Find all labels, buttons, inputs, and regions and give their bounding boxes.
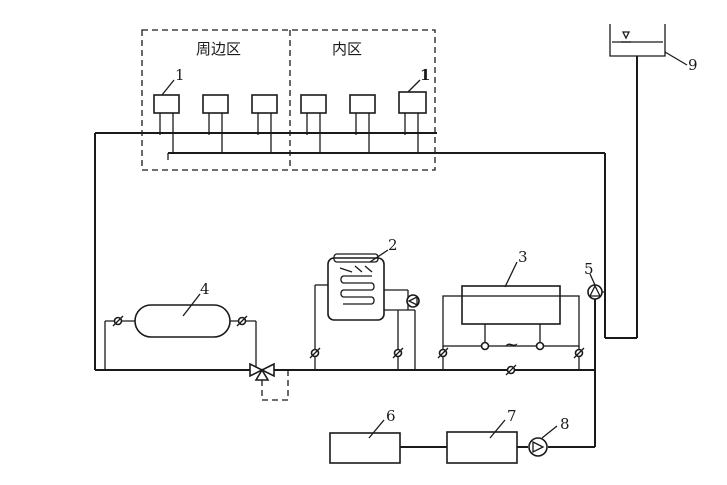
lower-loop — [400, 378, 596, 448]
expansion-tank-leader — [664, 51, 688, 66]
terminal-unit — [349, 94, 376, 135]
circulation-pump-label: 5 — [584, 260, 594, 278]
heater-label: 3 — [518, 248, 528, 266]
chiller-label: 2 — [388, 236, 398, 254]
unit-6-leader — [368, 419, 385, 439]
bypass-dashed-line — [261, 370, 289, 401]
heater-unit — [437, 285, 585, 370]
terminal-right-leader — [407, 79, 421, 93]
storage-tank-leader — [182, 293, 201, 317]
inner-zone-label: 内区 — [332, 40, 362, 58]
building-zone-box — [141, 29, 436, 171]
storage-tank — [104, 304, 257, 370]
unit-6 — [329, 432, 401, 464]
pump-8-leader — [541, 425, 558, 439]
pump-8-label: 8 — [560, 415, 570, 433]
expansion-tank-label: 9 — [688, 56, 698, 74]
expansion-tank — [609, 24, 666, 338]
terminal-unit — [202, 94, 229, 135]
piping-headers — [95, 132, 605, 160]
terminal-unit — [300, 94, 327, 135]
ac-symbol: ~ — [504, 334, 519, 355]
three-way-valve — [249, 362, 275, 381]
terminal-left-label: 1 — [175, 66, 185, 84]
pump-8 — [528, 437, 548, 457]
terminal-unit — [251, 94, 278, 135]
unit-6-label: 6 — [386, 407, 396, 425]
terminal-units — [153, 91, 427, 135]
unit-7-leader — [489, 419, 506, 439]
terminal-left-leader — [161, 79, 175, 96]
terminal-unit — [398, 91, 427, 135]
bottom-main-valve — [505, 364, 517, 376]
storage-tank-label: 4 — [200, 280, 210, 298]
heater-leader — [504, 261, 518, 288]
circulation-pump-leader — [589, 273, 596, 286]
unit-7 — [446, 431, 518, 464]
unit-7-label: 7 — [507, 407, 517, 425]
chiller-leader — [369, 249, 389, 263]
circulation-pump — [587, 284, 637, 378]
peripheral-zone-label: 周边区 — [196, 40, 241, 58]
terminal-right-label: 1 — [420, 66, 430, 84]
terminal-unit — [153, 94, 180, 135]
chiller-unit — [309, 253, 420, 370]
